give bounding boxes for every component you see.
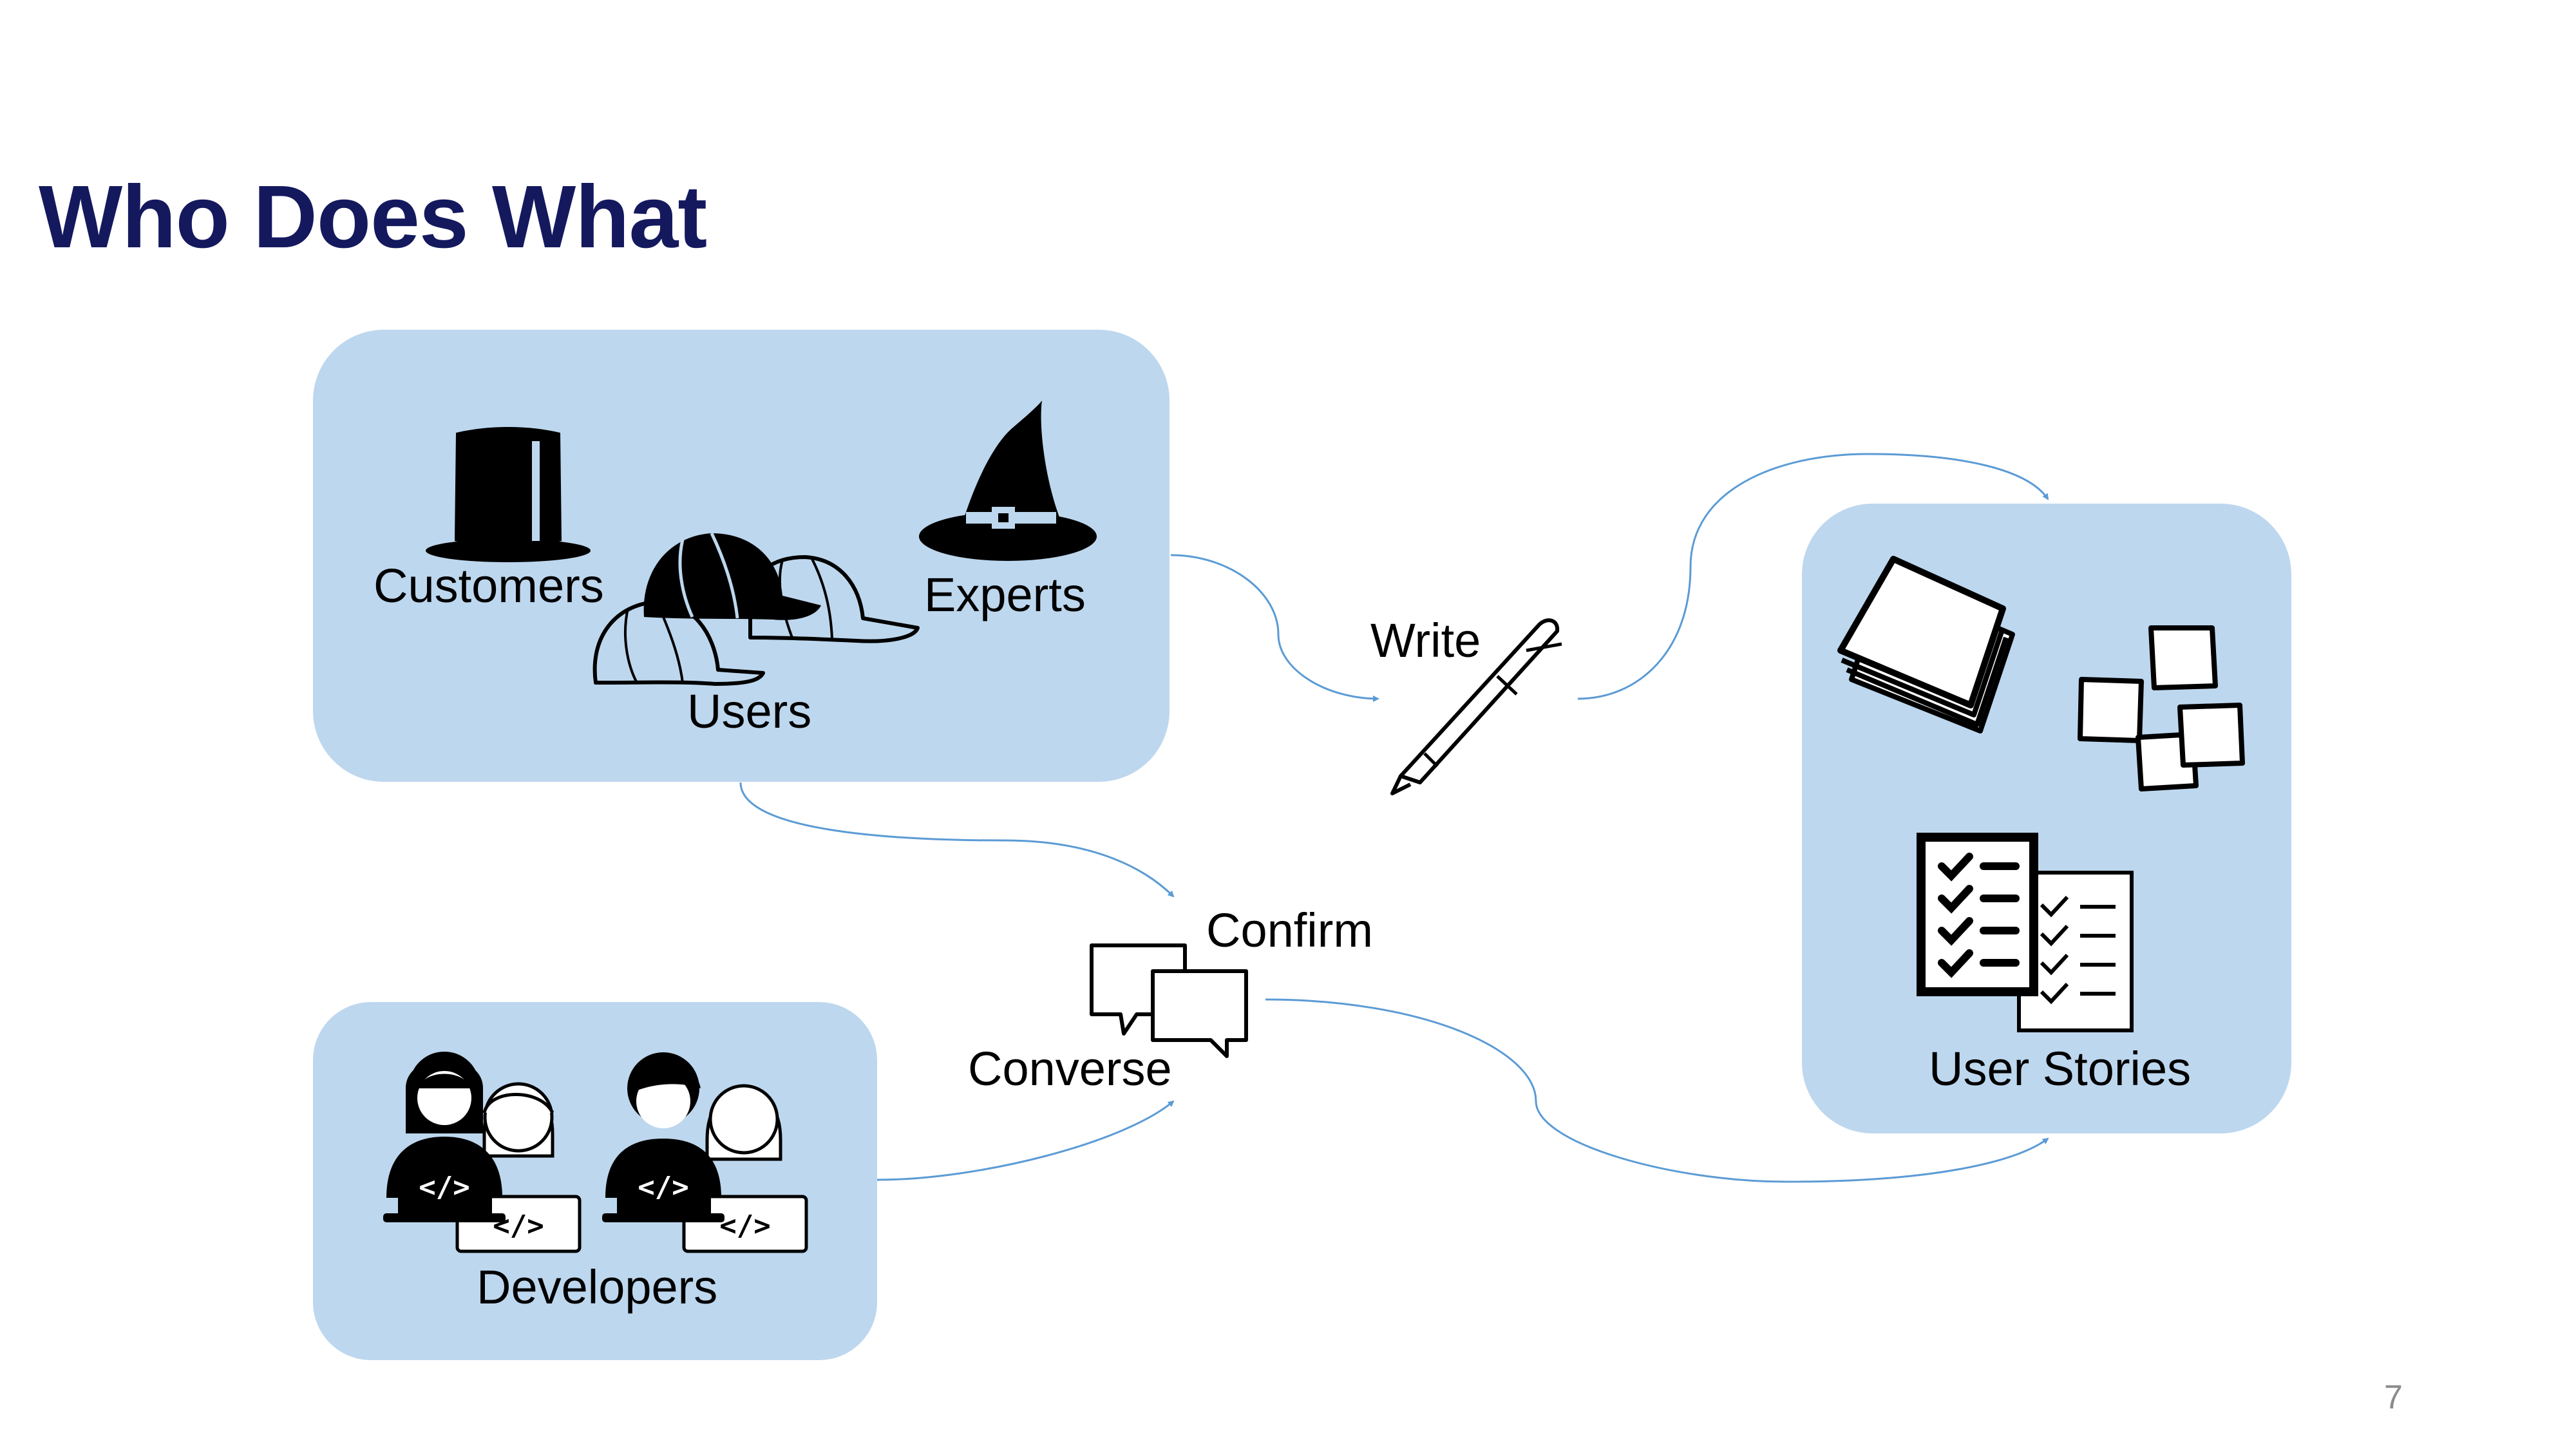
user-stories-label: User Stories [1929, 1042, 2192, 1095]
svg-text:</>: </> [719, 1209, 770, 1242]
developers-label: Developers [477, 1260, 718, 1314]
top-hat-icon [426, 427, 591, 562]
arrow-stakeholders-to-write [1170, 554, 1379, 702]
arrow-converse-to-user-stories [1265, 998, 2049, 1183]
developer-front-left: </> [383, 1052, 506, 1222]
baseball-caps-icon [592, 532, 920, 686]
developer-back-left [455, 1082, 582, 1253]
checklist-icon [1917, 833, 2134, 1032]
confirm-label: Confirm [1206, 904, 1374, 957]
arrow-write-to-user-stories [1577, 453, 2049, 700]
sticky-note-stack-icon [1837, 556, 2015, 734]
sticky-notes-icon [2078, 625, 2245, 791]
developer-back-right [682, 1084, 808, 1253]
users-label: Users [687, 685, 812, 738]
svg-text:</>: </> [638, 1171, 688, 1204]
converse-label: Converse [968, 1042, 1172, 1095]
slide-title: Who Does What [39, 167, 707, 267]
svg-text:</>: </> [419, 1171, 469, 1204]
customers-label: Customers [374, 559, 604, 612]
write-label: Write [1370, 614, 1481, 667]
developers-icon: </> </> </> </> [383, 1052, 808, 1253]
arrow-developers-to-converse [876, 1100, 1175, 1181]
page-number: 7 [2384, 1379, 2403, 1416]
arrow-users-to-confirm [739, 782, 1175, 898]
developer-front-right: </> [602, 1052, 724, 1222]
speech-bubbles-icon [1090, 943, 1248, 1058]
experts-label: Experts [924, 568, 1086, 621]
witch-hat-icon [919, 401, 1097, 561]
pen-icon [1390, 618, 1562, 795]
connectors [739, 453, 2049, 1183]
